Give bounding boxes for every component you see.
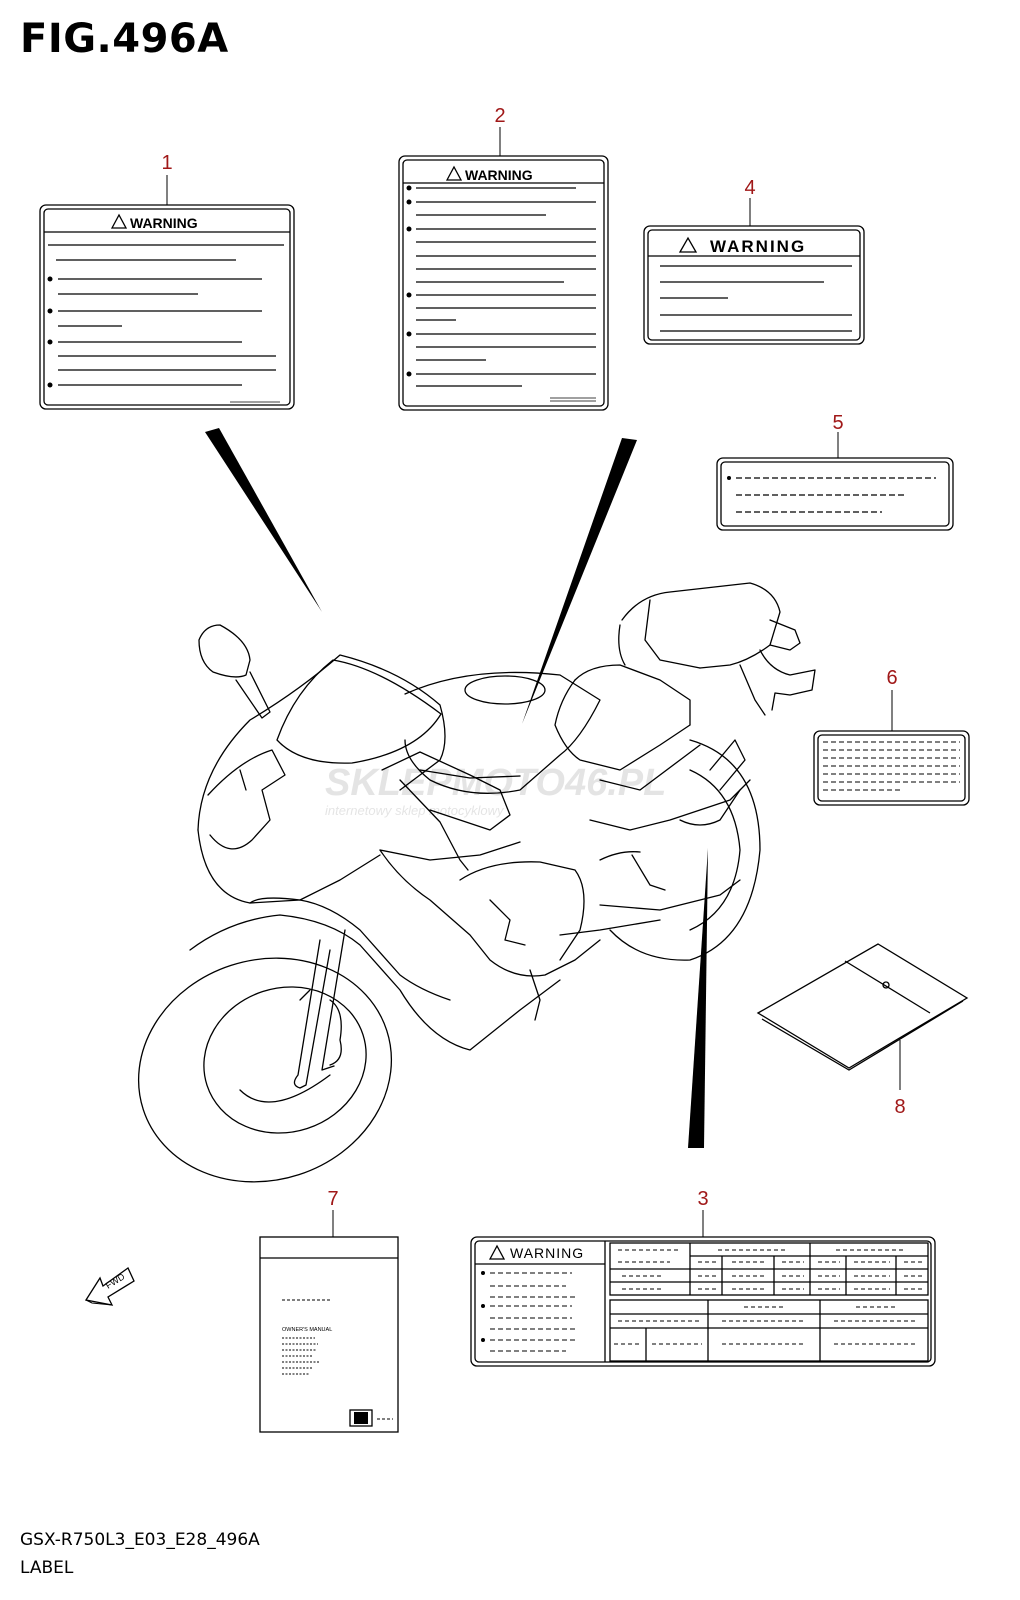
svg-text:internetowy sklep motocyklowy: internetowy sklep motocyklowy [325,803,505,818]
label-3-warning: WARNING [470,1188,936,1367]
part-name: LABEL [20,1558,74,1578]
callout-8: 8 [894,1096,905,1118]
fwd-arrow-icon: FWD [84,1267,135,1306]
motorcycle-illustration [137,582,816,1183]
watermark: SKLEPMOTO46.PL internetowy sklep motocyk… [325,762,666,818]
warning-triangle-icon [110,213,128,229]
label-6-label: 6 [813,667,970,806]
svg-text:WARNING: WARNING [465,167,533,183]
callout-7: 7 [327,1188,338,1210]
figure-title: FIG.496A [20,16,229,62]
callout-6: 6 [886,667,897,689]
svg-text:OWNER'S MANUAL: OWNER'S MANUAL [282,1327,332,1333]
warning-triangle-icon [488,1244,506,1260]
label-2-warning: WARNING 2 [398,105,609,411]
label-4-warning: WARNING 4 [643,177,865,345]
warning-triangle-icon [445,165,463,181]
callout-2: 2 [494,105,505,127]
label-1-warning: WARNING 1 [39,152,295,410]
suzuki-s-logo-icon [354,1412,368,1424]
svg-text:WARNING: WARNING [710,237,806,256]
label-5-label: 5 [716,412,954,531]
item-7-owners-manual: OWNER'S MANUAL 7 [259,1188,399,1433]
callout-3: 3 [697,1188,708,1210]
callout-5: 5 [832,412,843,434]
item-8-sheet: 8 [756,943,969,1118]
warning-triangle-icon [678,236,698,253]
svg-text:WARNING: WARNING [510,1245,584,1261]
callout-4: 4 [744,177,755,199]
callout-1: 1 [161,152,172,174]
model-code: GSX-R750L3_E03_E28_496A [20,1530,260,1550]
svg-text:WARNING: WARNING [130,215,198,231]
